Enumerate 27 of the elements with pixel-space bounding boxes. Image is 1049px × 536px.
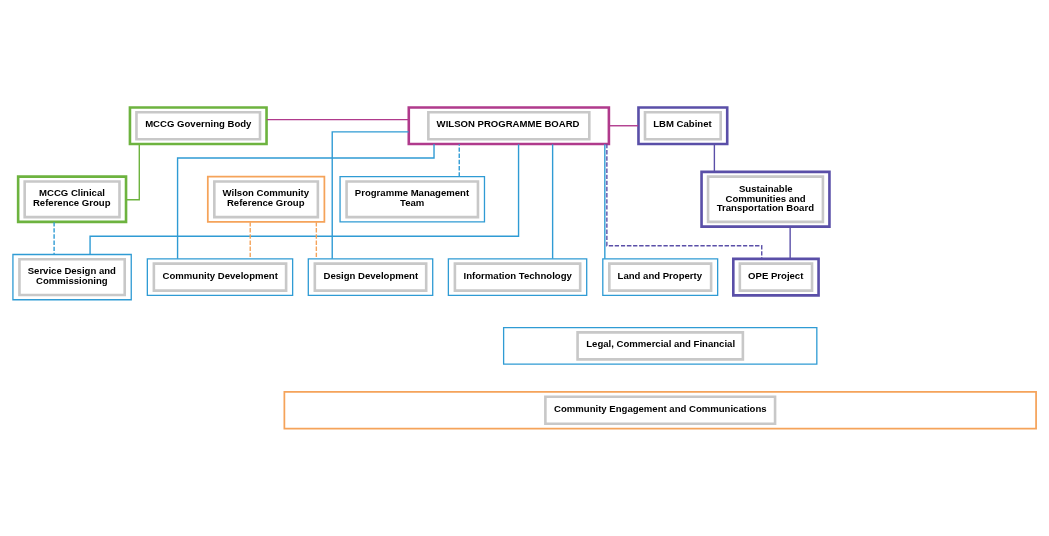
node-box: Design Development <box>307 258 434 297</box>
node-box: Service Design and Commissioning <box>12 253 132 301</box>
connector <box>53 221 55 256</box>
connector <box>458 143 460 178</box>
connector <box>89 143 520 255</box>
connector <box>331 131 410 260</box>
node-box: MCCG Clinical Reference Group <box>16 175 128 224</box>
node-box: Programme Management Team <box>339 176 486 223</box>
connector <box>713 143 716 173</box>
connector <box>266 118 410 121</box>
node-box: Legal, Commercial and Financial <box>502 326 818 365</box>
node-box: Wilson Community Reference Group <box>206 175 326 223</box>
node-box: MCCG Governing Body <box>128 106 268 146</box>
node-box: Sustainable Communities and Transportation Board <box>700 170 831 228</box>
connector <box>249 221 251 260</box>
connector <box>608 125 639 127</box>
connector <box>789 226 791 260</box>
connector <box>315 221 318 260</box>
connector <box>604 143 606 260</box>
node-box: LBM Cabinet <box>637 106 729 146</box>
node-box: WILSON PROGRAMME BOARD <box>407 106 611 146</box>
node-box: OPE Project <box>732 257 820 297</box>
node-box: Land and Property <box>602 258 719 297</box>
node-box: Information Technology <box>447 258 588 297</box>
node-box: Community Development <box>146 258 294 297</box>
node-box: Community Engagement and Communications <box>283 391 1037 430</box>
connector <box>551 143 554 260</box>
